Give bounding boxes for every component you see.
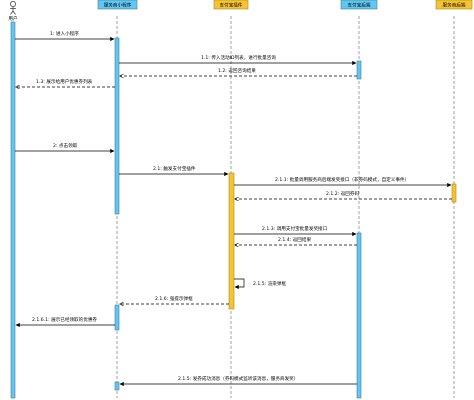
activation-backend [451,183,457,203]
participant-label: 支付宝插件 [220,1,243,8]
participant-label: 支付宝后端 [348,1,371,8]
message-2-1-2: 2.1.2: 返回券码 [235,190,452,199]
participant-label: 服务商后端 [443,1,466,8]
message-2: 2: 点击领取 [15,142,115,154]
activation-plugin [228,172,235,310]
message-2-1-4: 2.1.4: 返回结果 [235,236,357,245]
participant-miniprogram: 服务商小程序 [97,0,138,10]
message-2-1: 2.1: 触发支付宝插件 [119,165,229,177]
activation-miniprogram-3 [114,381,120,391]
message-1-3: 1.3: 展示给用户优惠券列表 [16,78,115,87]
message-2-1-6-1: 2.1.6.1: 展示已经领取的优惠券 [15,316,115,328]
message-label: 2: 点击领取 [53,142,78,149]
message-1-2: 1.2: 返回咨询结果 [120,67,357,76]
activation-miniprogram-2 [114,304,120,331]
message-2-1-1: 2.1.1: 批量调用服务商后端发奖接口（非券码模式，自定义事件） [234,176,452,188]
participant-backend: 服务商后端 [435,0,473,10]
message-label: 1: 进入小程序 [50,30,79,37]
actor-user: 用户 [8,1,18,22]
activation-user [10,21,16,399]
participant-box [340,0,378,10]
message-label: 2.1.5: 渲染弹框 [253,280,286,287]
message-label: 2.1.5: 发券成功消息（券码模式监听该消息，服务商发奖） [178,375,298,382]
message-label: 1.3: 展示给用户优惠券列表 [36,78,93,85]
message-label: 2.1.3: 调用支付宝批量发奖接口 [262,225,328,232]
message-label: 2.1: 触发支付宝插件 [153,165,196,172]
message-label: 1.1: 传入活动ID列表，进行批量咨询 [201,54,276,61]
participant-box [213,0,249,10]
participant-label: 服务商小程序 [104,1,132,8]
message-1-1: 1.1: 传入活动ID列表，进行批量咨询 [119,54,357,66]
activation-miniprogram-1 [114,37,120,215]
participant-plugin: 支付宝插件 [213,0,249,10]
message-1: 1: 进入小程序 [15,30,115,42]
participant-box [97,0,138,10]
activation-alipay-2 [356,232,362,399]
actor-user-label: 用户 [8,15,17,22]
message-label: 2.1.6.1: 展示已经领取的优惠券 [32,316,97,323]
message-2-1-6: 2.1.6: 强提示弹框 [120,295,229,304]
participant-box [435,0,473,10]
message-label: 1.2: 返回咨询结果 [218,67,256,74]
message-2-1-5-self: 2.1.5: 渲染弹框 [234,278,286,290]
message-2-1-3: 2.1.3: 调用支付宝批量发奖接口 [234,225,357,237]
activation-alipay-1 [356,60,362,80]
message-2-1-5-final: 2.1.5: 发券成功消息（券码模式监听该消息，服务商发奖） [119,375,357,387]
message-label: 2.1.4: 返回结果 [278,236,311,243]
message-label: 2.1.2: 返回券码 [326,190,359,197]
participant-alipay: 支付宝后端 [340,0,378,10]
message-label: 2.1.6: 强提示弹框 [155,295,193,302]
message-label: 2.1.1: 批量调用服务商后端发奖接口（非券码模式，自定义事件） [275,176,409,183]
actor-head-icon [10,1,16,7]
